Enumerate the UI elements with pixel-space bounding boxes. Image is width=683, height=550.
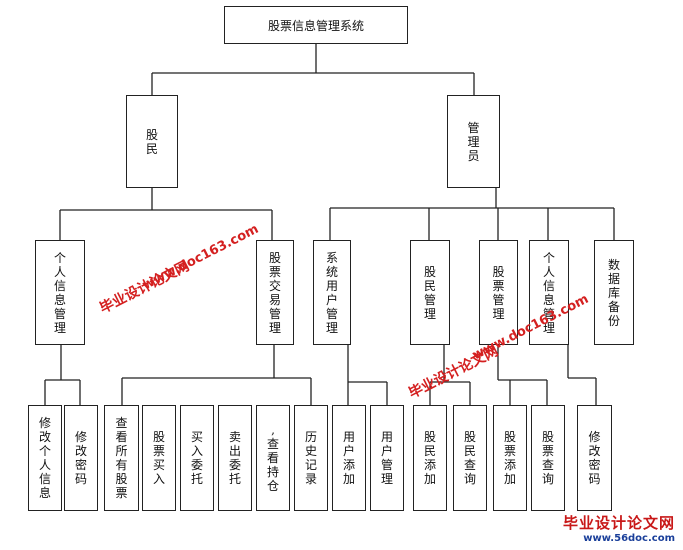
node-label: 股票交易管理 [268,250,281,335]
leaf-label: 股民查询 [463,430,476,486]
logo-url: www.56doc.com [583,533,675,544]
leaf-query-investor: 股民查询 [453,405,487,511]
node-label: 个人信息管理 [542,250,555,335]
leaf-change-password: 修改密码 [64,405,98,511]
leaf-buy-order: 买入委托 [180,405,214,511]
leaf-label: 修改密码 [588,430,601,486]
node-system-users: 系统用户管理 [313,240,351,345]
leaf-view-all-stocks: 查看所有股票 [104,405,139,511]
leaf-label: 用户添加 [342,430,355,486]
node-admin-personal-info: 个人信息管理 [529,240,569,345]
node-personal-info: 个人信息管理 [35,240,85,345]
leaf-admin-change-password: 修改密码 [577,405,612,511]
node-label: 股票管理 [492,264,505,321]
logo-text: 毕业设计论文网 [562,514,675,532]
leaf-add-investor: 股民添加 [413,405,447,511]
leaf-query-stock: 股票查询 [531,405,565,511]
root-node: 股票信息管理系统 [224,6,408,44]
leaf-buy-stock: 股票买入 [142,405,176,511]
leaf-label: 股票买入 [152,430,165,486]
leaf-label: 股票查询 [541,430,554,486]
leaf-user-management: 用户管理 [370,405,404,511]
leaf-label: 买入委托 [190,430,203,486]
node-label: 系统用户管理 [325,250,338,335]
node-label: 股民管理 [423,264,436,321]
leaf-add-stock: 股票添加 [493,405,527,511]
node-label: 数据库备份 [607,257,620,328]
leaf-sell-order: 卖出委托 [218,405,252,511]
leaf-label: 查看所有股票 [115,416,128,500]
leaf-label: 修改个人信息 [38,416,51,500]
leaf-label: ,查看持仓 [266,423,279,493]
leaf-view-holdings: ,查看持仓 [256,405,290,511]
node-stock-management: 股票管理 [479,240,518,345]
node-admin-label: 管理员 [467,120,480,163]
node-label: 个人信息管理 [53,250,66,335]
node-database-backup: 数据库备份 [594,240,634,345]
leaf-add-user: 用户添加 [332,405,366,511]
root-label: 股票信息管理系统 [267,18,364,33]
leaf-label: 卖出委托 [228,430,241,486]
leaf-label: 股民添加 [423,430,436,486]
node-investor-label: 股民 [145,127,158,156]
node-admin: 管理员 [447,95,500,188]
node-investor-management: 股民管理 [410,240,450,345]
site-logo: 毕业设计论文网 www.56doc.com [563,512,675,544]
leaf-label: 用户管理 [380,430,393,486]
leaf-edit-personal-info: 修改个人信息 [28,405,62,511]
node-investor: 股民 [126,95,178,188]
leaf-label: 历史记录 [304,430,317,486]
leaf-history: 历史记录 [294,405,328,511]
node-stock-trading: 股票交易管理 [256,240,294,345]
leaf-label: 股票添加 [503,430,516,486]
leaf-label: 修改密码 [74,430,87,486]
